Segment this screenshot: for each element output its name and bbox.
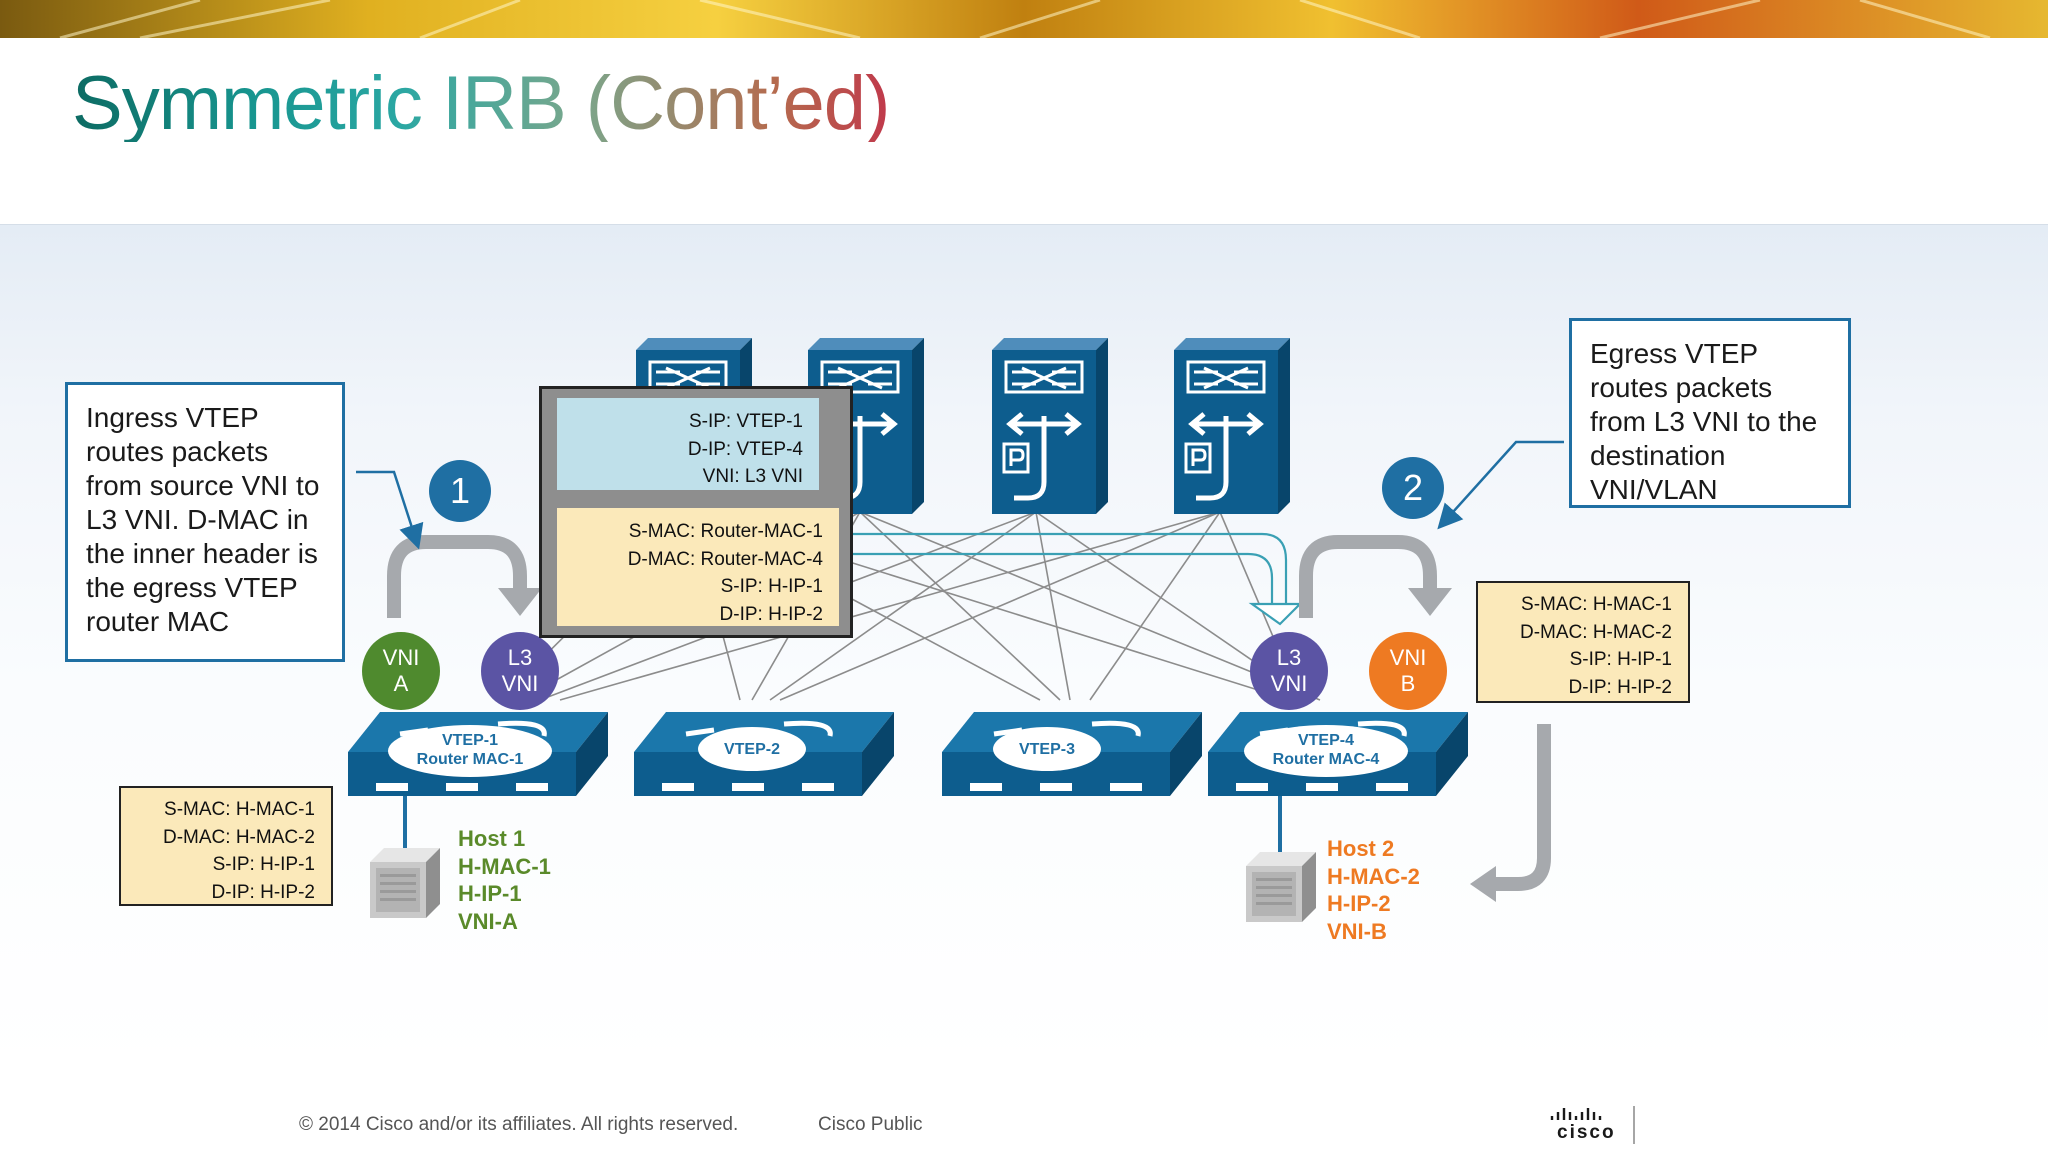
host1-info: Host 1 H-MAC-1 H-IP-1 VNI-A xyxy=(458,825,551,935)
header-field: VNI: L3 VNI xyxy=(702,466,803,487)
host-info-line: H-MAC-1 xyxy=(458,853,551,879)
callout-line: router MAC xyxy=(86,606,230,637)
vtep-label-line: VTEP-3 xyxy=(1018,741,1075,758)
header-field: D-IP: VTEP-4 xyxy=(687,438,803,460)
vtep4-label: VTEP-4 Router MAC-4 xyxy=(1261,731,1391,769)
header-field: S-IP: H-IP-1 xyxy=(720,576,823,597)
cisco-logo-icon xyxy=(1550,1106,1635,1144)
vni-badge-line: VNI xyxy=(1389,645,1427,670)
cisco-logo-text: cisco xyxy=(1557,1122,1616,1143)
header-field: D-IP: H-IP-2 xyxy=(211,881,315,903)
server-icon xyxy=(370,848,440,918)
callout-line: L3 VNI. D-MAC in xyxy=(86,504,309,535)
callout-line: Egress VTEP xyxy=(1590,338,1759,369)
spine-switch-icon xyxy=(1174,338,1290,514)
vni-badge-line: B xyxy=(1400,671,1416,696)
vni-badge-line: VNI xyxy=(501,671,539,696)
callout-line: destination xyxy=(1590,440,1726,471)
host1-packet-header: S-MAC: H-MAC-1 D-MAC: H-MAC-2 S-IP: H-IP… xyxy=(119,786,333,906)
egress-callout: Egress VTEP routes packets from L3 VNI t… xyxy=(1569,318,1851,508)
vtep1-label: VTEP-1 Router MAC-1 xyxy=(405,731,535,769)
callout-line: routes packets xyxy=(86,436,269,467)
callout-line: Ingress VTEP xyxy=(86,402,259,433)
ingress-callout: Ingress VTEP routes packets from source … xyxy=(65,382,345,662)
vni-badge-line: L3 xyxy=(507,645,533,670)
header-field: D-MAC: H-MAC-2 xyxy=(163,826,315,848)
callout-line: the inner header is xyxy=(86,538,318,569)
vtep2-label: VTEP-2 xyxy=(687,740,817,759)
vni-badge-line: VNI xyxy=(382,645,420,670)
vni-a-badge: VNI A xyxy=(362,632,440,710)
callout-line: from source VNI to xyxy=(86,470,320,501)
vtep-label-line: VTEP-1 xyxy=(441,732,498,749)
vtep-label-line: VTEP-2 xyxy=(723,741,780,758)
host-info-line: VNI-A xyxy=(458,908,518,934)
header-field: D-IP: H-IP-2 xyxy=(719,603,823,625)
host-info-line: Host 1 xyxy=(458,826,526,851)
vtep-label-line: Router MAC-1 xyxy=(416,751,524,768)
callout-line: VNI/VLAN xyxy=(1590,474,1718,505)
step-badge: 2 xyxy=(1382,457,1444,519)
slide-title: Symmetric IRB (Cont’ed) xyxy=(72,61,890,146)
spine-switch-icon xyxy=(992,338,1108,514)
step-badge: 1 xyxy=(429,460,491,522)
vni-badge-line: L3 xyxy=(1276,645,1302,670)
vtep3-label: VTEP-3 xyxy=(982,740,1112,759)
vni-b-badge: VNI B xyxy=(1369,632,1447,710)
header-field: D-MAC: Router-MAC-4 xyxy=(627,548,823,570)
inner-header-fields: S-MAC: Router-MAC-1 D-MAC: Router-MAC-4 … xyxy=(557,508,839,626)
header-field: S-MAC: Router-MAC-1 xyxy=(628,521,823,542)
host-info-line: VNI-B xyxy=(1327,918,1387,944)
header-field: S-IP: H-IP-1 xyxy=(212,854,315,875)
host2-info: Host 2 H-MAC-2 H-IP-2 VNI-B xyxy=(1327,835,1420,945)
vtep-label-line: Router MAC-4 xyxy=(1272,751,1380,768)
host-info-line: H-MAC-2 xyxy=(1327,863,1420,889)
header-field: S-MAC: H-MAC-1 xyxy=(164,799,315,820)
host-info-line: Host 2 xyxy=(1327,836,1395,861)
l3-vni-badge: L3 VNI xyxy=(481,632,559,710)
host-info-line: H-IP-2 xyxy=(1327,891,1391,916)
header-field: D-MAC: H-MAC-2 xyxy=(1520,621,1672,643)
vni-badge-line: VNI xyxy=(1270,671,1308,696)
footer-copyright: © 2014 Cisco and/or its affiliates. All … xyxy=(299,1114,739,1135)
callout-line: the egress VTEP xyxy=(86,572,298,603)
header-field: D-IP: H-IP-2 xyxy=(1568,676,1672,698)
server-icon xyxy=(1246,852,1316,922)
callout-line: routes packets xyxy=(1590,372,1773,403)
outer-header-fields: S-IP: VTEP-1 D-IP: VTEP-4 VNI: L3 VNI xyxy=(557,398,819,490)
vni-badge-line: A xyxy=(393,671,409,696)
vtep-label-line: VTEP-4 xyxy=(1297,732,1354,749)
host-info-line: H-IP-1 xyxy=(458,881,522,906)
header-field: S-IP: VTEP-1 xyxy=(688,411,803,432)
decorative-banner xyxy=(0,0,2048,38)
callout-line: from L3 VNI to the xyxy=(1590,406,1818,437)
l3-vni-badge: L3 VNI xyxy=(1250,632,1328,710)
header-field: S-IP: H-IP-1 xyxy=(1569,649,1672,670)
footer-classification: Cisco Public xyxy=(818,1114,923,1135)
header-field: S-MAC: H-MAC-1 xyxy=(1521,594,1672,615)
host2-packet-header: S-MAC: H-MAC-1 D-MAC: H-MAC-2 S-IP: H-IP… xyxy=(1476,581,1690,703)
